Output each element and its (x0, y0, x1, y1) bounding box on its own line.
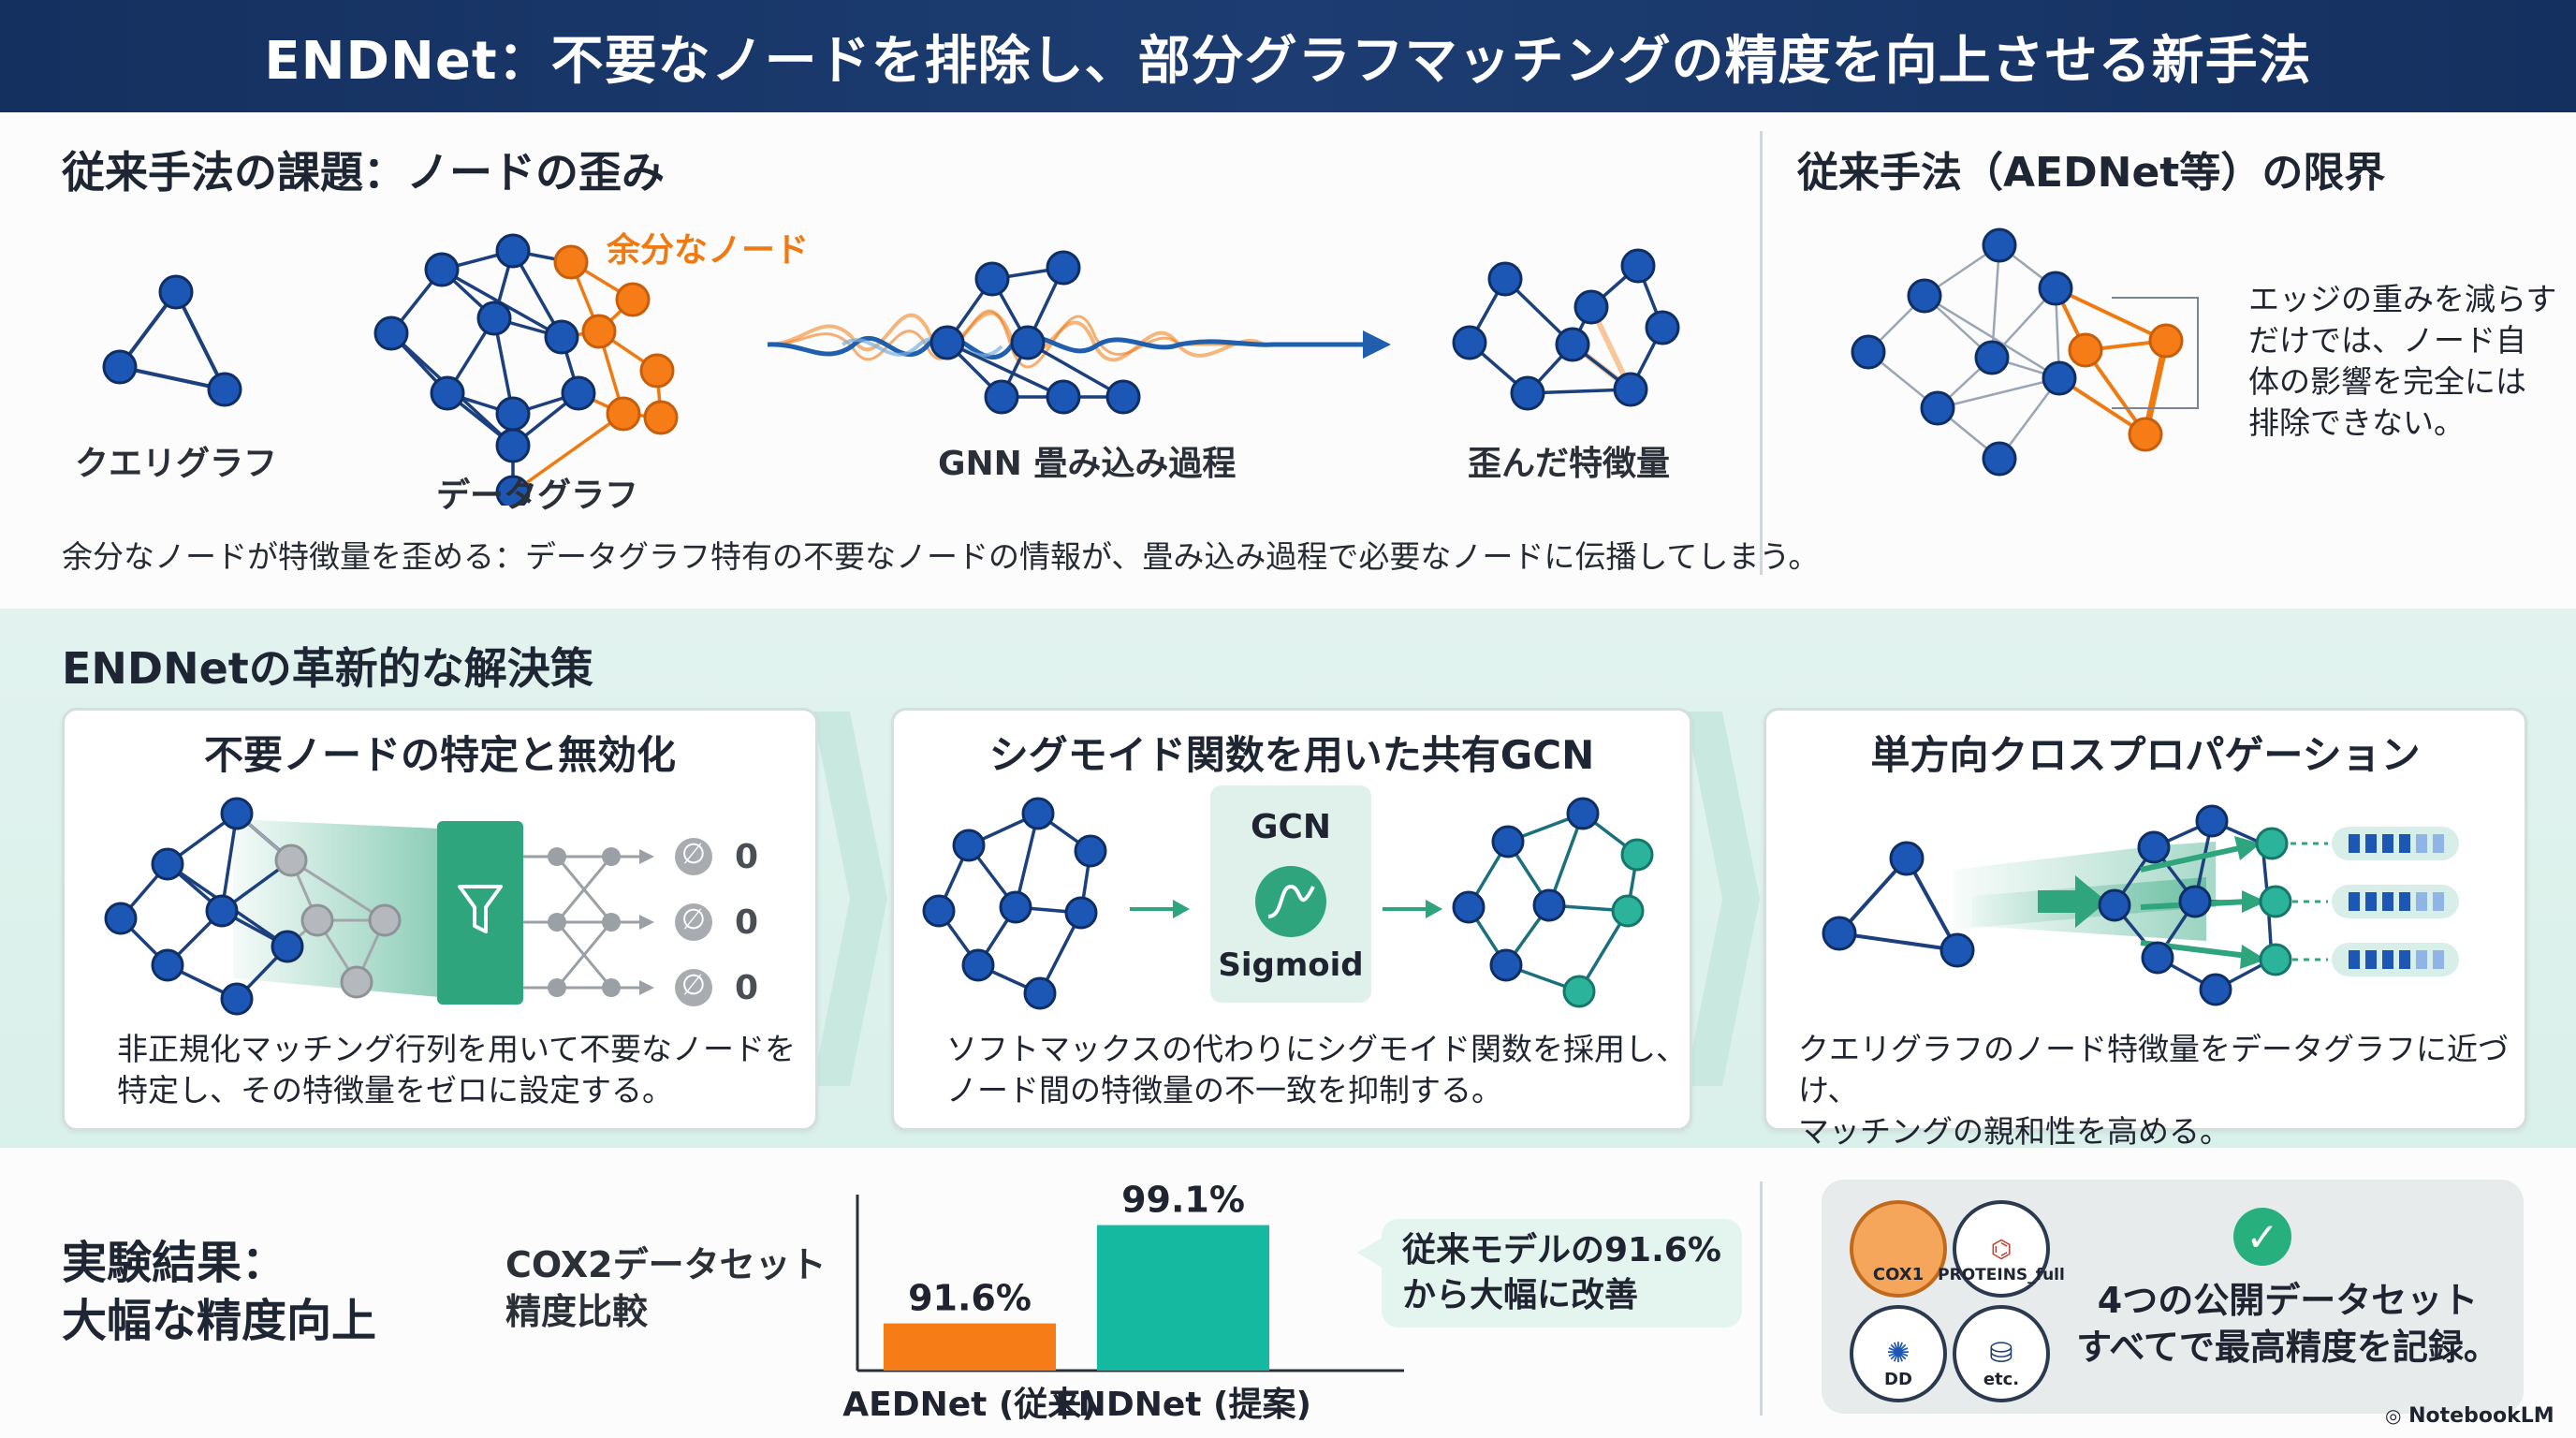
distorted-features-label: 歪んだ特徴量 (1468, 445, 1671, 483)
summary-line: 4つの公開データセット (2097, 1280, 2479, 1321)
sigmoid-icon (1255, 866, 1326, 937)
empty-set-icon (675, 838, 712, 1006)
bar-endnet (1097, 1225, 1269, 1371)
filter-icon (458, 885, 503, 933)
node-removal-diagram (104, 797, 712, 1016)
datasets-summary-panel: COX1 ⌬ PROTEINS_full ✺ DD ⛁ etc. ✓ 4つの公開… (1822, 1180, 2524, 1414)
accuracy-bar-chart: 91.6% AEDNet (従来) 99.1% ENDNet (提案) (842, 1180, 1404, 1424)
dataset-badge-etc: ⛁ etc. (1953, 1305, 2050, 1402)
gnn-process-label: GNN 畳み込み過程 (938, 445, 1237, 483)
distorted-graph (1452, 248, 1680, 411)
chevron-right-icon (812, 712, 887, 1086)
dataset-badge-dd: ✺ DD (1850, 1305, 1947, 1402)
dataset-name: DD (1884, 1370, 1912, 1389)
category-label: AEDNet (従来) (842, 1386, 1097, 1424)
section-divider (1760, 131, 1763, 575)
desc-line: マッチングの親和性を高める。 (1798, 1113, 2231, 1150)
limitation-text: エッジの重みを減らす だけでは、ノード自 体の影響を完全には 排除できない。 (2248, 279, 2556, 444)
problem-caption: 余分なノードが特徴量を歪める：データグラフ特有の不要なノードの情報が、畳み込み過… (62, 538, 1820, 575)
brand-name: NotebookLM (2408, 1404, 2554, 1428)
protein-icon: ✺ (1886, 1337, 1910, 1370)
card-title: 不要ノードの特定と無効化 (203, 732, 676, 778)
desc-line: 特定し、その特徴量をゼロに設定する。 (117, 1072, 673, 1108)
solution-heading: ENDNetの革新的な解決策 (62, 643, 593, 694)
results-heading-line: 大幅な精度向上 (62, 1295, 377, 1347)
gnn-waves (767, 309, 1391, 369)
zero-value: 0 (735, 838, 759, 876)
dna-icon: ⌬ (1990, 1236, 2012, 1264)
limitation-line: 体の影響を完全には (2248, 363, 2526, 400)
cross-propagation-diagram (1822, 804, 2459, 1006)
empty-set-icon: ∅ (681, 838, 707, 871)
dataset-name: PROTEINS_full (1938, 1266, 2065, 1284)
sigmoid-label: Sigmoid (1218, 946, 1364, 984)
desc-line: ノード間の特徴量の不一致を抑制する。 (946, 1072, 1502, 1108)
limitation-heading: 従来手法（AEDNet等）の限界 (1797, 149, 2386, 197)
page-title: ENDNet：不要なノードを排除し、部分グラフマッチングの精度を向上させる新手法 (264, 30, 2312, 92)
card-title: シグモイド関数を用いた共有GCN (988, 732, 1595, 778)
bar-value-label: 99.1% (1121, 1180, 1245, 1221)
solution-card-cross-propagation: 単方向クロスプロパゲーション (1764, 708, 2527, 1150)
zero-value: 0 (735, 903, 759, 942)
chevron-right-icon (1685, 712, 1760, 1086)
solution-card-node-removal: 不要ノードの特定と無効化 (62, 708, 818, 1131)
callout-line: から大幅に改善 (1402, 1276, 1639, 1314)
dataset-badge-proteins: ⌬ PROTEINS_full (1938, 1200, 2065, 1298)
limitation-line: エッジの重みを減らす (2248, 281, 2557, 317)
query-graph-label: クエリグラフ (75, 445, 278, 483)
desc-line: クエリグラフのノード特徴量をデータグラフに近づけ、 (1798, 1031, 2509, 1108)
footer-brand: ◎ NotebookLM (2385, 1404, 2554, 1428)
card-description: ソフトマックスの代わりにシグモイド関数を採用し、 ノード間の特徴量の不一致を抑制… (946, 1029, 1687, 1111)
dataset-caption-line: COX2データセット (505, 1244, 827, 1285)
data-graph (373, 233, 679, 506)
card-title: 単方向クロスプロパゲーション (1870, 732, 2421, 778)
limitation-line: だけでは、ノード自 (2248, 322, 2526, 359)
summary-line: すべてで最高精度を記録。 (2076, 1327, 2499, 1368)
gnn-graph (929, 250, 1141, 415)
desc-line: 非正規化マッチング行列を用いて不要なノードを (117, 1031, 797, 1067)
dataset-caption: COX2データセット 精度比較 (505, 1241, 827, 1335)
limitation-graph (1851, 227, 2199, 477)
results-heading-line: 実験結果： (62, 1237, 287, 1289)
section-divider (1760, 1181, 1763, 1416)
gcn-label: GCN (1250, 808, 1332, 846)
header-banner: ENDNet：不要なノードを排除し、部分グラフマッチングの精度を向上させる新手法 (0, 0, 2576, 112)
bar-aednet (884, 1323, 1056, 1371)
database-icon: ⛁ (1989, 1337, 2013, 1370)
dataset-caption-line: 精度比較 (505, 1291, 649, 1332)
data-graph-label: データグラフ (436, 477, 639, 515)
bar-value-label: 91.6% (908, 1278, 1032, 1319)
datasets-summary-text: 4つの公開データセット すべてで最高精度を記録。 (2072, 1277, 2503, 1371)
problem-heading: 従来手法の課題：ノードの歪み (62, 147, 665, 198)
dataset-name: etc. (1983, 1370, 2020, 1389)
category-label: ENDNet (提案) (1055, 1386, 1311, 1424)
desc-line: ソフトマックスの代わりにシグモイド関数を採用し、 (946, 1031, 1688, 1067)
card-description: 非正規化マッチング行列を用いて不要なノードを 特定し、その特徴量をゼロに設定する… (117, 1029, 796, 1111)
feature-vector-icon (2332, 827, 2459, 976)
empty-set-icon: ∅ (681, 903, 707, 936)
query-graph (102, 274, 242, 407)
dataset-badge-cox1: COX1 (1850, 1200, 1947, 1298)
brand-logo-icon: ◎ (2385, 1404, 2402, 1427)
solution-card-shared-gcn: シグモイド関数を用いた共有GCN (891, 708, 1692, 1131)
results-heading: 実験結果： 大幅な精度向上 (62, 1234, 376, 1350)
empty-set-icon: ∅ (681, 969, 707, 1002)
limitation-line: 排除できない。 (2248, 404, 2465, 441)
improvement-callout: 従来モデルの91.6% から大幅に改善 (1382, 1219, 1742, 1328)
zero-value: 0 (735, 969, 759, 1007)
shared-gcn-diagram (922, 785, 1654, 1010)
card-description: クエリグラフのノード特徴量をデータグラフに近づけ、 マッチングの親和性を高める。 (1798, 1029, 2525, 1152)
checkmark-icon: ✓ (2233, 1208, 2291, 1266)
problem-diagram (102, 233, 1680, 506)
callout-line: 従来モデルの91.6% (1402, 1231, 1721, 1269)
arrow-right-icon (2038, 875, 2107, 928)
extra-nodes-label: 余分なノード (607, 231, 810, 270)
dataset-name: COX1 (1872, 1265, 1925, 1284)
